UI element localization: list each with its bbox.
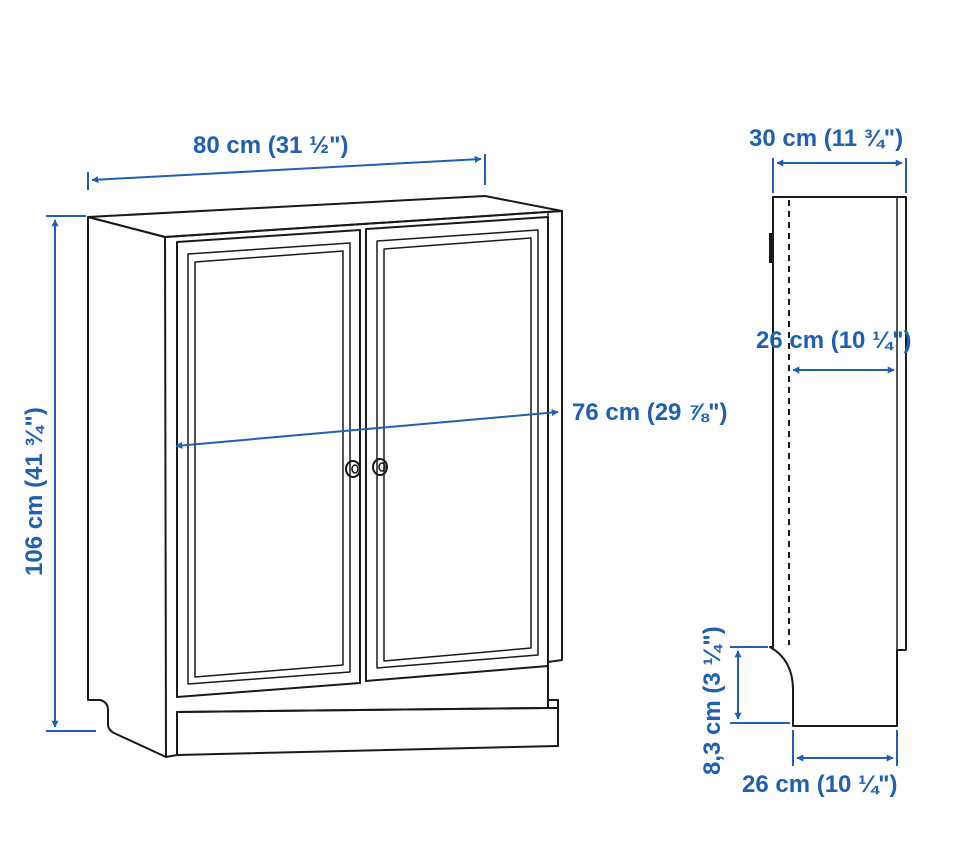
side-view-outline bbox=[769, 196, 907, 727]
dimension-plinth-height: 8,3 cm (3 ¼") bbox=[699, 626, 790, 775]
dimension-depth-base: 26 cm (10 ¼") bbox=[742, 730, 898, 798]
door-knob-right bbox=[372, 458, 388, 476]
label-height-overall: 106 cm (41 ¾") bbox=[21, 407, 48, 576]
door-knob-left bbox=[345, 460, 361, 478]
dimension-width-overall: 80 cm (31 ½") bbox=[87, 132, 486, 190]
label-depth-top: 30 cm (11 ¾") bbox=[749, 125, 903, 152]
dimension-depth-top: 30 cm (11 ¾") bbox=[749, 125, 907, 193]
label-plinth-height: 8,3 cm (3 ¼") bbox=[699, 626, 726, 775]
side-view-hinge bbox=[769, 233, 774, 263]
cabinet-plinth bbox=[176, 699, 559, 713]
label-depth-base: 26 cm (10 ¼") bbox=[742, 771, 897, 798]
dimension-width-doors: 76 cm (29 ⅞") bbox=[175, 399, 727, 449]
label-depth-inner: 26 cm (10 ¼") bbox=[756, 327, 911, 354]
dimension-height-overall: 106 cm (41 ¾") bbox=[21, 215, 96, 732]
left-door bbox=[176, 229, 361, 698]
dimension-depth-inner: 26 cm (10 ¼") bbox=[756, 327, 911, 374]
right-door-panel bbox=[376, 229, 539, 669]
cabinet-plinth-bottom bbox=[176, 745, 559, 756]
left-door-panel bbox=[187, 242, 351, 685]
side-view-cabinet bbox=[769, 196, 907, 727]
label-width-doors: 76 cm (29 ⅞") bbox=[572, 399, 727, 426]
right-door bbox=[365, 216, 549, 682]
label-width-overall: 80 cm (31 ½") bbox=[193, 132, 348, 159]
cabinet-left-side bbox=[87, 216, 167, 758]
front-view-cabinet bbox=[87, 195, 563, 758]
cabinet-front-frame bbox=[164, 210, 563, 758]
